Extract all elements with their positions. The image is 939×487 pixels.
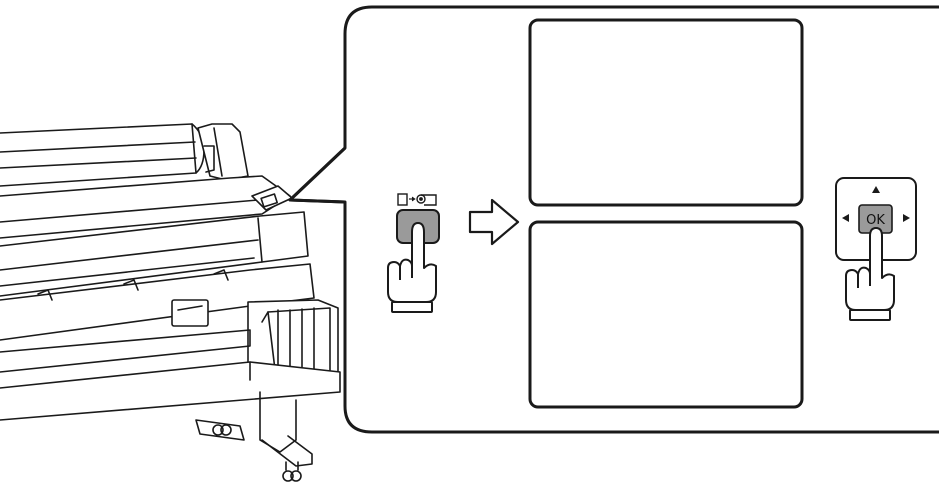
right-triangle-icon[interactable] — [903, 214, 910, 222]
control-pad: OK — [835, 177, 917, 321]
screen-after — [528, 220, 804, 409]
screen-before — [528, 18, 804, 207]
up-triangle-icon[interactable] — [872, 186, 880, 193]
ok-button-label: OK — [866, 213, 885, 228]
printer-label-slot — [171, 299, 209, 327]
sheet-to-roll-icon — [397, 193, 437, 206]
left-triangle-icon[interactable] — [842, 214, 849, 222]
callout-pointer — [288, 146, 347, 204]
pointing-hand-icon — [387, 222, 437, 313]
sheet-to-roll-button-group — [387, 193, 440, 313]
printer-illustration — [0, 123, 341, 482]
right-arrow-icon — [468, 198, 520, 246]
pointing-hand-icon — [845, 227, 895, 321]
